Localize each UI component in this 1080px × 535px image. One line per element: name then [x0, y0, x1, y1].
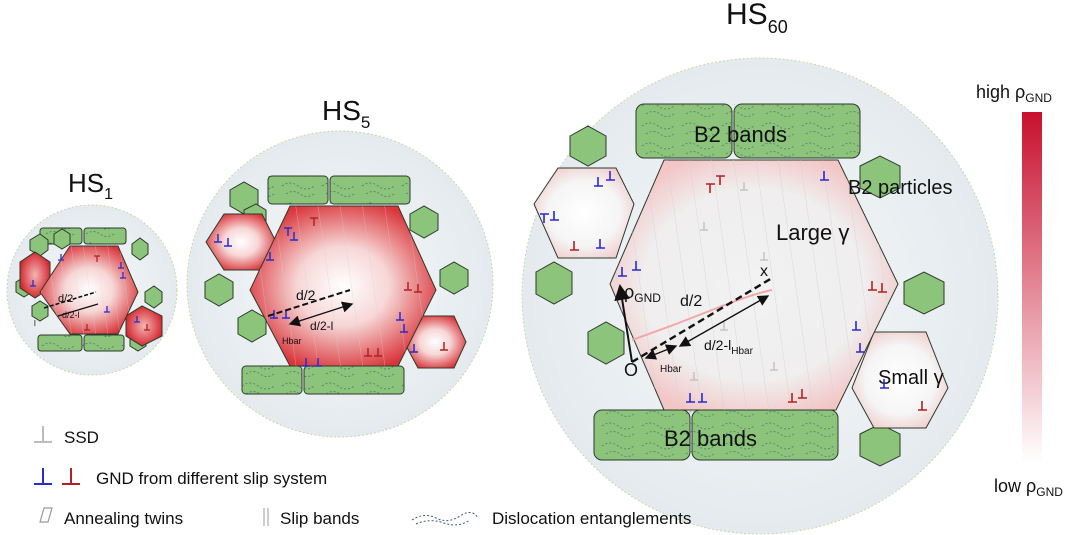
b2-particles-label: B2 particles — [848, 177, 953, 199]
rho-gnd-label: ρGND — [624, 282, 661, 305]
hs60-gnd-blue — [540, 171, 889, 403]
hs5-d-minus-line — [288, 301, 354, 327]
hs60-panel: B2 bands B2 bands Small γ Large γ B2 par… — [521, 0, 999, 535]
colorbar-low-label: low ρGND — [994, 476, 1063, 499]
gnd-blue-icon — [34, 468, 52, 485]
colorbar-high-label: high ρGND — [976, 82, 1052, 105]
hs1-d-minus-label: d/2-l — [62, 310, 80, 320]
legend-ssd: SSD — [34, 426, 99, 447]
hs5-title: HS5 — [322, 95, 370, 132]
legend-gnd: GND from different slip system — [34, 468, 327, 488]
gnd-red-icon — [62, 468, 80, 485]
legend-twins-label: Annealing twins — [64, 509, 183, 528]
legend-entanglements-label: Dislocation entanglements — [492, 509, 691, 528]
hs5-gnd-blue — [214, 227, 418, 367]
legend-twins: Annealing twins — [39, 507, 183, 528]
hs60-b2-particles — [535, 125, 945, 467]
rho-axis — [614, 284, 633, 363]
hs1-gnd-red — [84, 255, 150, 331]
hs60-small-grain-left — [533, 167, 635, 259]
twin-icon — [39, 507, 53, 523]
hs5-lhbar-label: Hbar — [282, 336, 302, 346]
hs1-d-minus-line — [57, 303, 99, 317]
d-half-label: d/2 — [680, 293, 702, 310]
large-gamma-label: Large γ — [776, 220, 849, 245]
lhbar-label: Hbar — [660, 364, 682, 375]
legend: SSD GND from different slip system Annea… — [34, 426, 691, 528]
origin-label: O — [624, 360, 638, 380]
colorbar-gradient — [1022, 112, 1042, 462]
hs1-gnd-blue — [30, 254, 140, 323]
hs1-lhbar-label: l — [34, 319, 36, 328]
hs1-d-half-label: d/2 — [58, 293, 73, 305]
legend-entanglements: Dislocation entanglements — [411, 509, 691, 528]
hs60-ssd-marks — [690, 182, 778, 381]
legend-ssd-label: SSD — [64, 428, 99, 447]
d-minus-label: d/2-lHbar — [704, 337, 754, 357]
legend-gnd-label: GND from different slip system — [96, 469, 327, 488]
hs1-title: HS1 — [68, 168, 113, 203]
x-axis-label: x — [760, 263, 768, 280]
slip-bands-icon — [263, 508, 269, 526]
hs1-panel: d/2 d/2-l l HS1 — [6, 168, 178, 376]
legend-slip-bands-label: Slip bands — [280, 509, 359, 528]
hs5-b2-particles — [204, 181, 469, 343]
colorbar: high ρGND low ρGND — [976, 82, 1063, 499]
hs60-gnd-red — [570, 175, 927, 411]
entanglement-icon — [411, 512, 479, 526]
hs5-panel: d/2 d/2-l Hbar HS5 — [186, 95, 494, 438]
hs5-gnd-red — [310, 217, 448, 357]
ssd-icon — [34, 426, 52, 443]
hs60-title: HS60 — [726, 0, 788, 37]
b2-bands-bottom-label: B2 bands — [664, 426, 757, 451]
lhbar-line — [644, 344, 678, 360]
legend-slip-bands: Slip bands — [263, 508, 359, 528]
b2-bands-top-label: B2 bands — [694, 122, 787, 147]
small-gamma-label: Small γ — [878, 367, 944, 389]
hs5-d-half-line — [267, 289, 351, 317]
hs5-d-minus-label: d/2-l — [310, 319, 333, 333]
hs1-small-grain — [125, 305, 163, 347]
d-minus-line — [678, 295, 770, 347]
hs5-d-half-label: d/2 — [296, 287, 316, 303]
hs1-d-half-line — [43, 291, 97, 309]
